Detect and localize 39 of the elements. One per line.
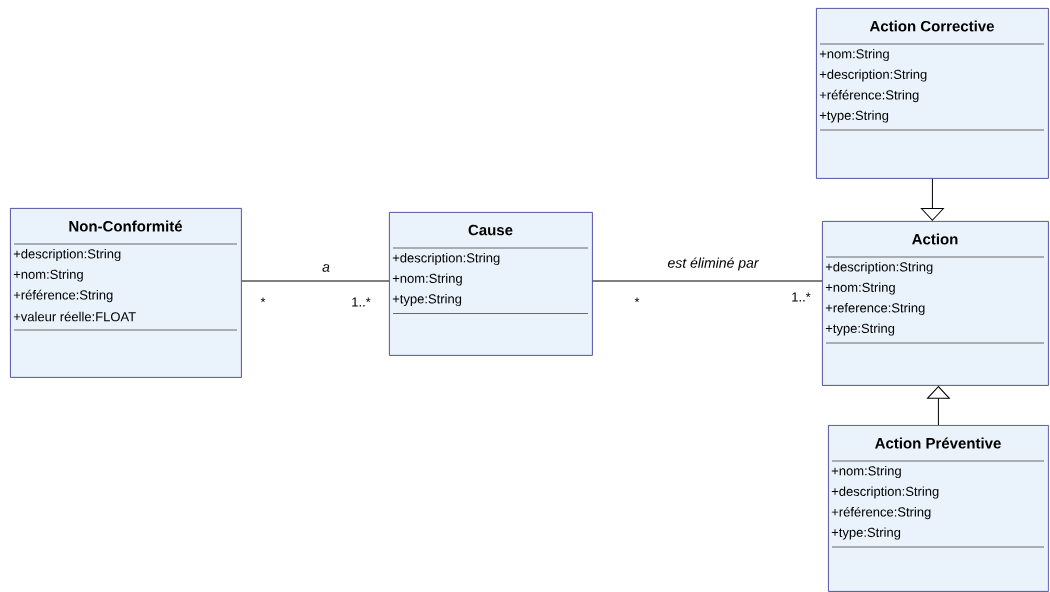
class-name: Non-Conformité bbox=[69, 220, 183, 232]
attribute: +valeur réelle:FLOAT bbox=[13, 311, 136, 322]
attribute: +nom:String bbox=[819, 48, 889, 62]
attribute: +description:String bbox=[831, 486, 939, 499]
attribute: +type:String bbox=[825, 323, 895, 336]
class-box bbox=[828, 425, 1049, 592]
attribute: +référence:String bbox=[831, 506, 931, 520]
attribute: +description:String bbox=[392, 252, 500, 266]
attribute: +type:String bbox=[392, 293, 462, 307]
attribute: +nom:String bbox=[825, 282, 895, 295]
class-name: Cause bbox=[468, 224, 513, 236]
class-box bbox=[816, 8, 1049, 179]
multiplicity: 1..* bbox=[352, 297, 371, 307]
edge-label: a bbox=[322, 264, 330, 272]
attribute: +référence:String bbox=[819, 89, 919, 103]
class-name: Action Préventive bbox=[875, 437, 1001, 449]
attribute: +description:String bbox=[825, 261, 933, 275]
attribute: +référence:String bbox=[13, 289, 113, 303]
attribute: +nom:String bbox=[13, 269, 83, 282]
class-box bbox=[389, 212, 593, 356]
attribute: +description:String bbox=[819, 69, 927, 82]
attribute: +type:String bbox=[831, 527, 901, 540]
edge-label: est éliminé par bbox=[667, 257, 759, 271]
attribute: +reference:String bbox=[825, 302, 925, 316]
generalization-arrow bbox=[926, 386, 950, 426]
attribute: +nom:String bbox=[831, 465, 901, 479]
class-box bbox=[822, 221, 1049, 386]
attribute: +nom:String bbox=[392, 273, 462, 286]
association-line bbox=[592, 280, 823, 282]
multiplicity: 1..* bbox=[792, 292, 811, 302]
multiplicity: * bbox=[260, 297, 266, 303]
multiplicity: * bbox=[634, 297, 640, 303]
attribute: +type:String bbox=[819, 110, 889, 123]
association-line bbox=[241, 280, 390, 282]
class-name: Action bbox=[912, 233, 958, 245]
class-box bbox=[10, 208, 242, 378]
generalization-arrow bbox=[920, 178, 944, 221]
attribute: +description:String bbox=[13, 248, 121, 262]
class-name: Action Corrective bbox=[869, 20, 994, 32]
